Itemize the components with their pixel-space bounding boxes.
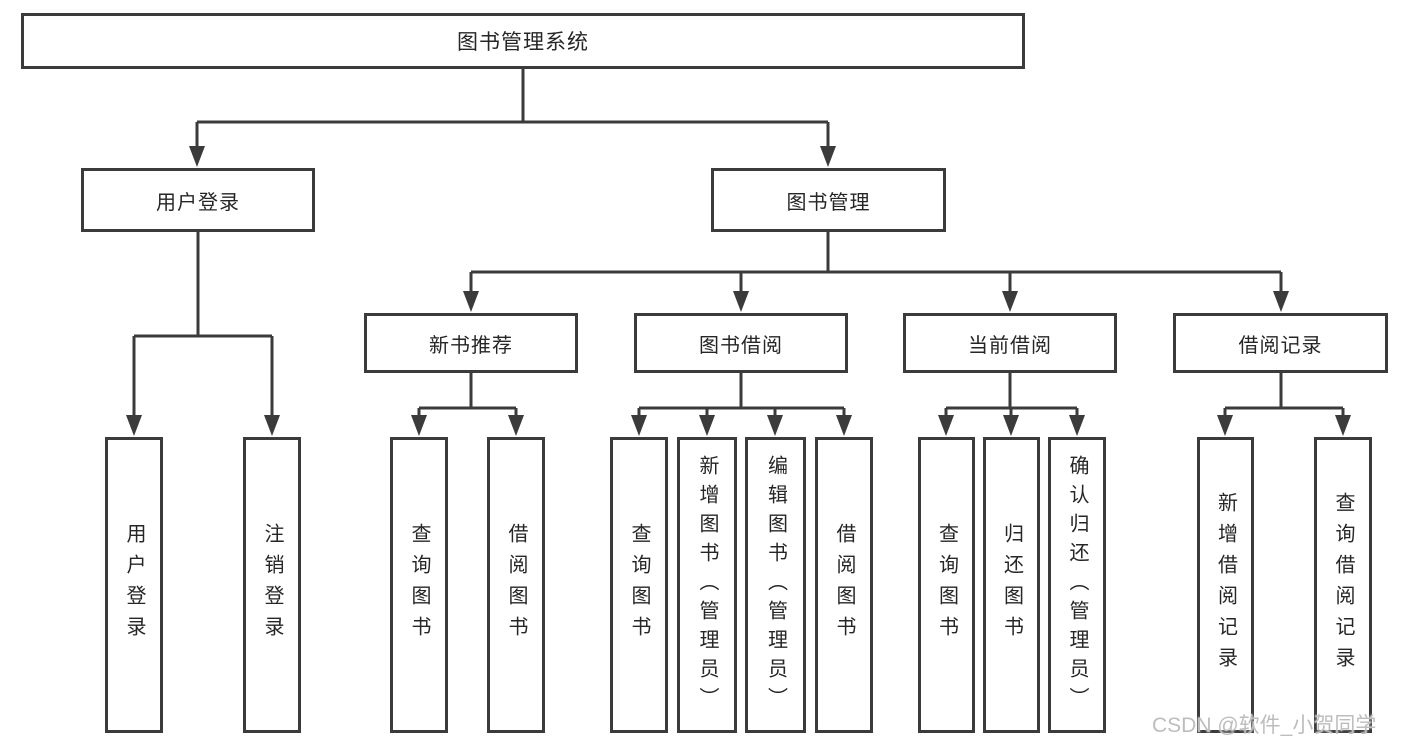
leaf-borrow-books-borrowing-label: 借阅图书 [833,523,855,647]
leaf-edit-books-admin-label: 编辑图书（管理员） [764,454,787,716]
csdn-watermark: CSDN @软件_小贺同学 [1152,714,1377,737]
node-new-book-recommend: 新书推荐 [364,313,578,373]
leaf-logout-label: 注销登录 [261,523,283,647]
leaf-borrow-books-borrowing: 借阅图书 [815,437,873,733]
leaf-user-login: 用户登录 [105,437,163,733]
leaf-add-books-admin: 新增图书（管理员） [677,437,737,733]
node-current-borrowing: 当前借阅 [903,313,1117,373]
node-book-management-system-label: 图书管理系统 [457,31,589,54]
leaf-user-login-label: 用户登录 [123,523,145,647]
leaf-confirm-return-admin: 确认归还（管理员） [1048,437,1106,733]
leaf-borrow-books-recommend: 借阅图书 [487,437,545,733]
leaf-query-books-borrowing-label: 查询图书 [628,523,650,647]
node-user-login-branch: 用户登录 [81,168,315,232]
leaf-query-books-borrowing: 查询图书 [610,437,668,733]
node-new-book-recommend-label: 新书推荐 [429,334,513,357]
leaf-edit-books-admin: 编辑图书（管理员） [745,437,806,733]
leaf-query-borrow-record: 查询借阅记录 [1314,437,1372,733]
node-book-borrowing: 图书借阅 [634,313,848,373]
leaf-add-books-admin-label: 新增图书（管理员） [696,454,718,716]
leaf-query-books-recommend-label: 查询图书 [408,523,430,647]
node-book-borrowing-label: 图书借阅 [699,334,783,357]
node-user-login-branch-label: 用户登录 [156,191,240,214]
leaf-query-borrow-record-label: 查询借阅记录 [1332,492,1354,678]
leaf-logout: 注销登录 [243,437,301,733]
leaf-return-books-label: 归还图书 [1000,523,1023,647]
node-current-borrowing-label: 当前借阅 [968,334,1052,357]
node-borrowing-records: 借阅记录 [1173,313,1388,373]
leaf-add-borrow-record-label: 新增借阅记录 [1214,492,1237,678]
leaf-query-books-recommend: 查询图书 [390,437,448,733]
node-book-management-system: 图书管理系统 [21,13,1025,69]
node-borrowing-records-label: 借阅记录 [1238,334,1323,357]
leaf-add-borrow-record: 新增借阅记录 [1197,437,1254,733]
node-book-management-branch-label: 图书管理 [786,191,871,214]
leaf-return-books: 归还图书 [983,437,1040,733]
leaf-query-books-current-label: 查询图书 [935,523,958,647]
leaf-borrow-books-recommend-label: 借阅图书 [505,523,527,647]
node-book-management-branch: 图书管理 [711,168,946,232]
leaf-confirm-return-admin-label: 确认归还（管理员） [1066,454,1088,716]
leaf-query-books-current: 查询图书 [918,437,975,733]
